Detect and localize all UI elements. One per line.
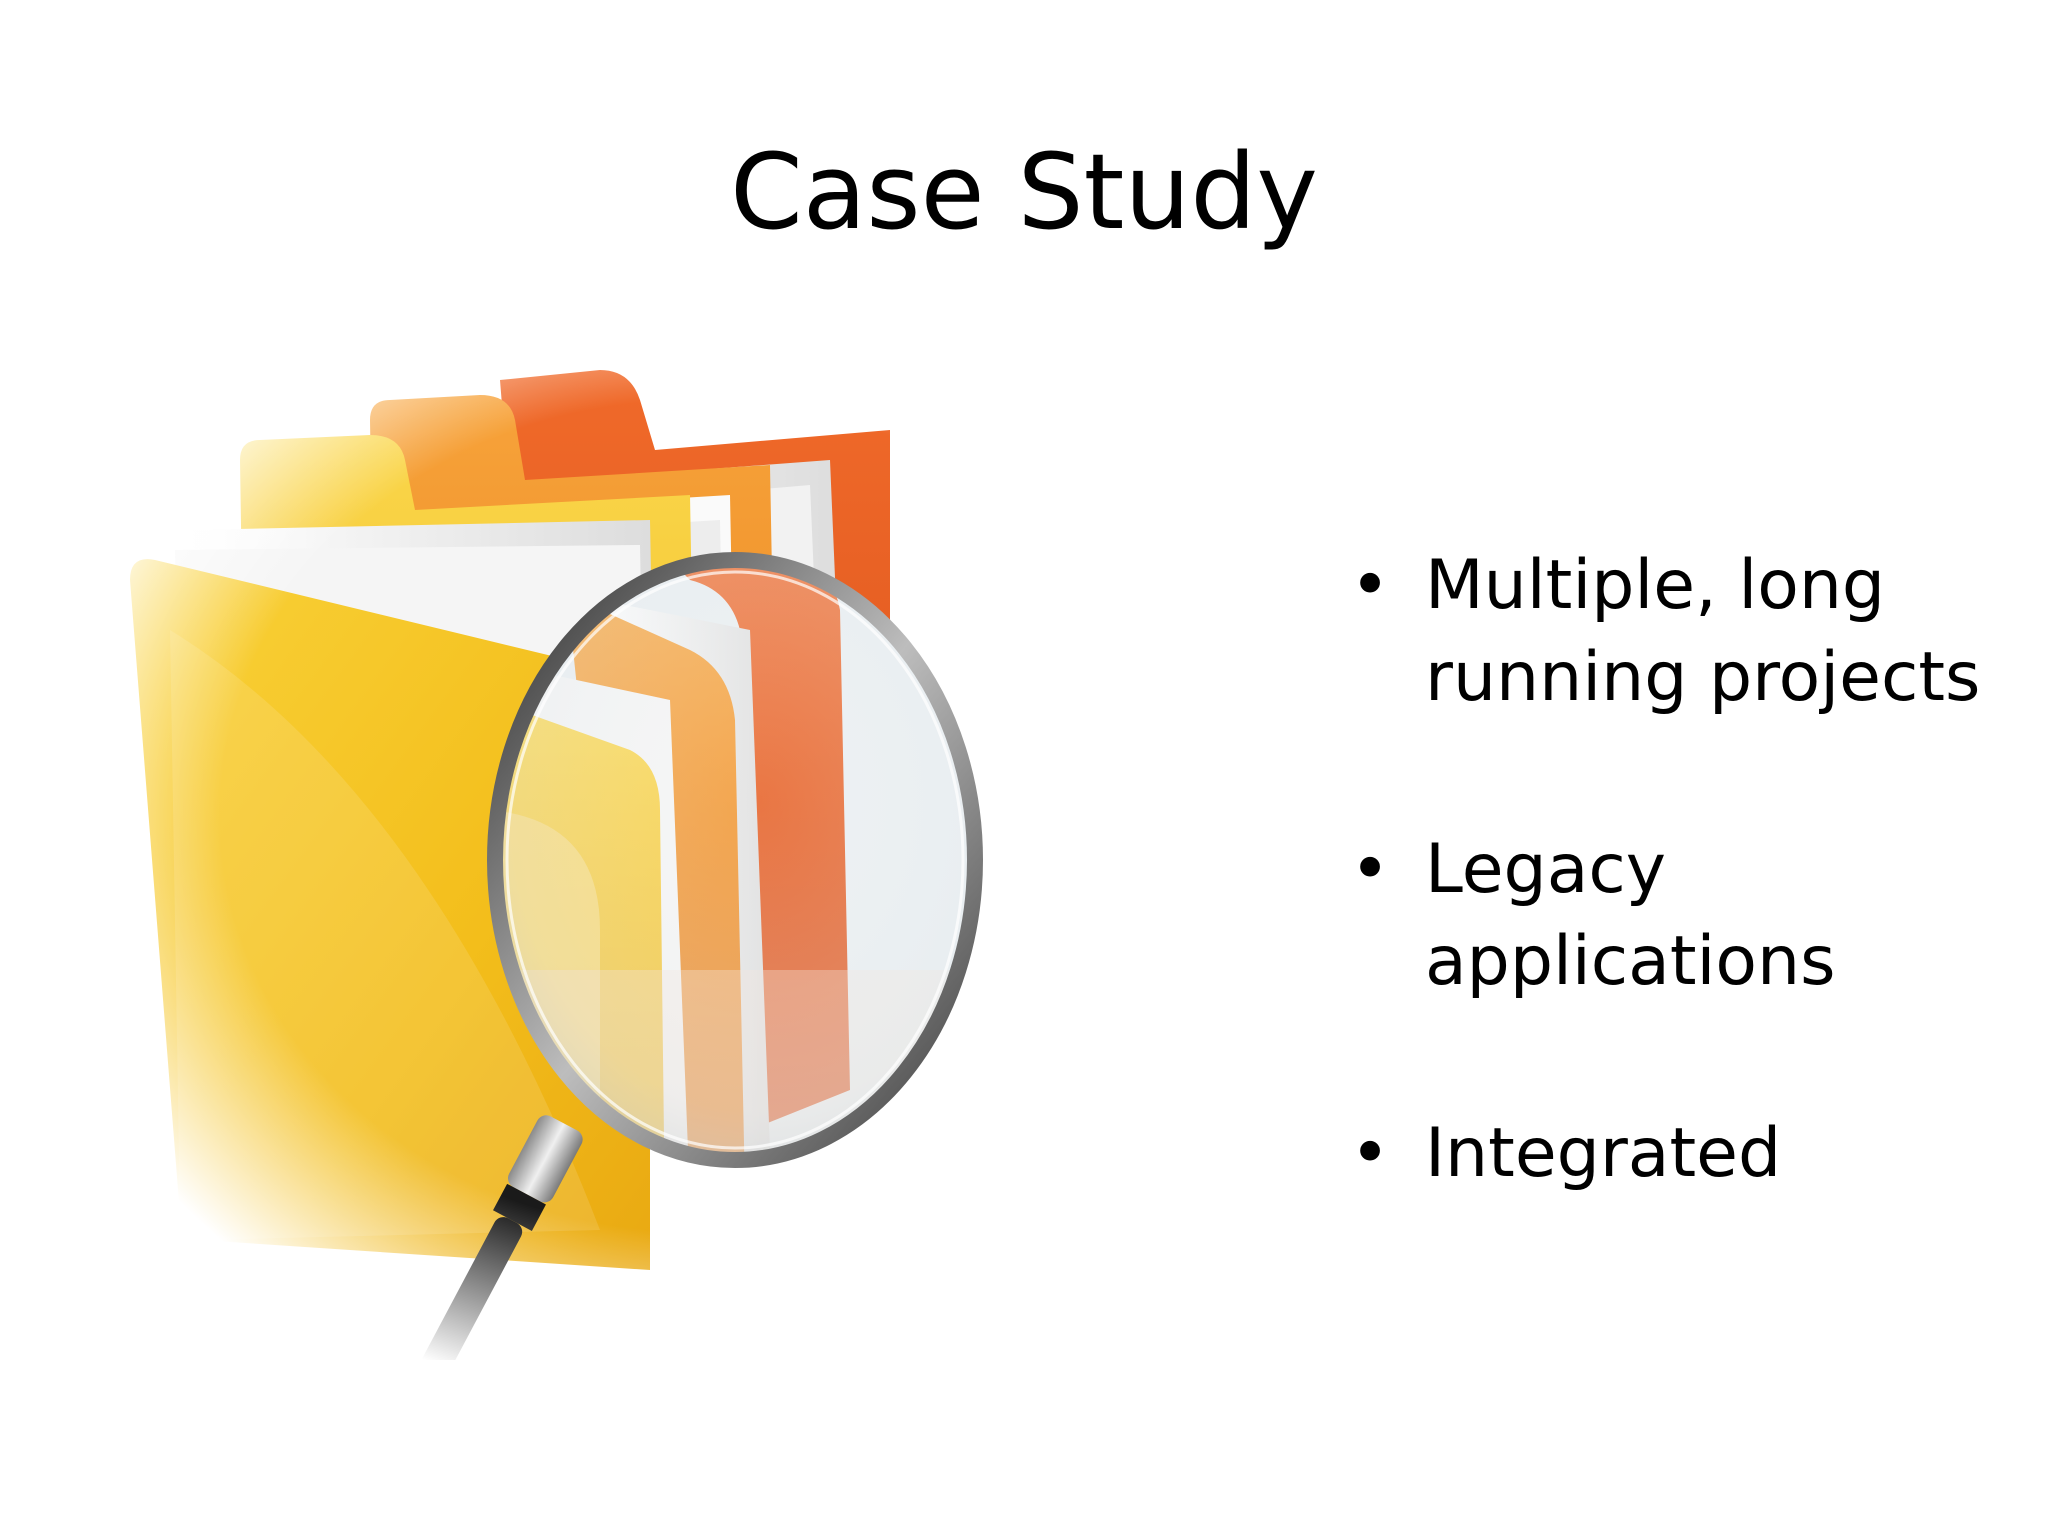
bullet-list: Multiple, long running projects Legacy a… [1350, 540, 2010, 1300]
folders-with-magnifying-glass-icon [130, 370, 1260, 1360]
bullet-item-integrated: Integrated [1350, 1108, 2010, 1200]
bullet-item-legacy: Legacy applications [1350, 824, 2010, 1008]
slide-title: Case Study [730, 131, 1318, 253]
bullet-item-projects: Multiple, long running projects [1350, 540, 2010, 724]
